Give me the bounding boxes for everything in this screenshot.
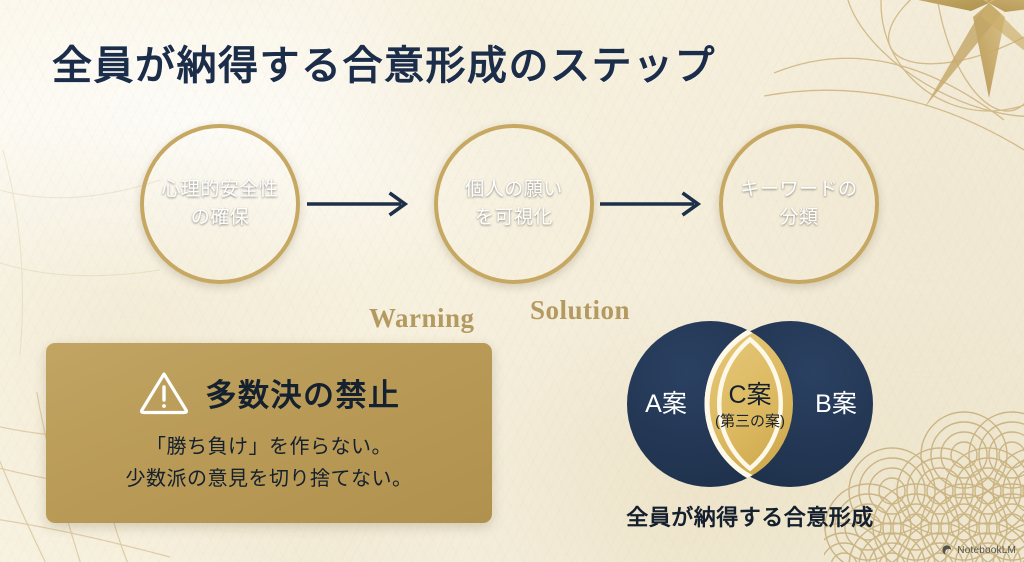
warning-card-title: 多数決の禁止: [205, 377, 401, 413]
venn-caption: 全員が納得する合意形成: [626, 505, 874, 530]
venn-center-label: C案: [728, 381, 771, 409]
page-title: 全員が納得する合意形成のステップ: [52, 43, 716, 88]
step-circle-2-label: 個人の願い を可視化: [457, 176, 571, 231]
venn-diagram-graphic: A案 B案 C案 (第三の案): [627, 321, 873, 487]
warning-card-header: 多数決の禁止: [66, 369, 472, 415]
step-circle-3: キーワードの 分類: [719, 124, 879, 284]
warning-card-body: 「勝ち負け」を作らない。 少数派の意見を切り捨てない。: [66, 431, 472, 496]
warning-card: 多数決の禁止 「勝ち負け」を作らない。 少数派の意見を切り捨てない。: [46, 343, 492, 523]
step-circle-3-line2: 分類: [779, 207, 819, 228]
section-label-solution: Solution: [530, 295, 631, 325]
warning-card-body-line1: 「勝ち負け」を作らない。: [146, 436, 392, 458]
step-circle-3-line1: キーワードの: [740, 179, 858, 201]
venn-right-label: B案: [815, 390, 857, 418]
step-circle-3-label: キーワードの 分類: [732, 176, 865, 231]
arrow-step1-to-step2-icon: [307, 191, 409, 217]
warning-card-body-line2: 少数派の意見を切り捨てない。: [125, 468, 413, 491]
notebooklm-watermark-text: NotebookLM: [957, 544, 1016, 556]
arrow-step2-to-step3-icon: [600, 191, 702, 217]
venn-diagram: A案 B案 C案 (第三の案): [600, 316, 900, 496]
step-circle-1-line1: 心理的安全性: [161, 179, 279, 201]
notebooklm-logo-icon: [942, 545, 952, 555]
venn-left-label: A案: [645, 390, 687, 418]
notebooklm-watermark: NotebookLM: [941, 544, 1016, 556]
step-circle-2-line2: を可視化: [474, 207, 553, 228]
step-circle-2-line1: 個人の願い: [465, 179, 563, 201]
section-label-warning: Warning: [369, 303, 475, 333]
step-circle-1-label: 心理的安全性 の確保: [153, 176, 286, 231]
step-circle-1-line2: の確保: [190, 207, 250, 228]
warning-triangle-icon: [139, 372, 188, 415]
step-circle-2: 個人の願い を可視化: [434, 124, 594, 284]
venn-center-sublabel: (第三の案): [715, 413, 785, 430]
step-circle-1: 心理的安全性 の確保: [140, 124, 300, 284]
